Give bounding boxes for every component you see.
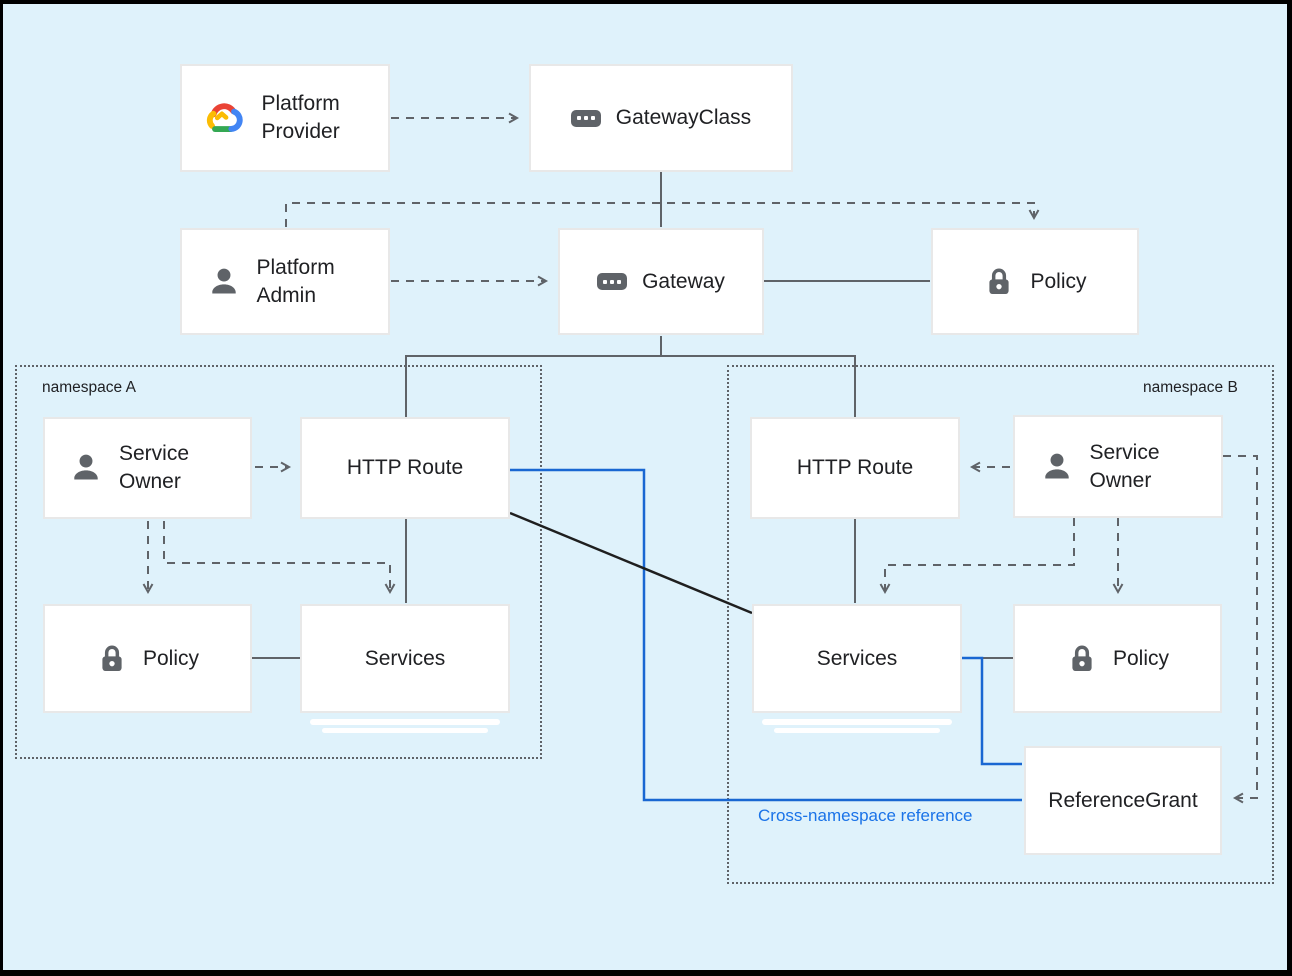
namespace-a-container	[15, 365, 542, 759]
canvas-frame-bottom	[0, 970, 1292, 976]
node-httproute-a: HTTP Route	[300, 417, 510, 519]
namespace-b-label: namespace B	[1143, 379, 1238, 396]
node-label: Platform Provider	[261, 92, 340, 143]
node-label: Policy	[1030, 269, 1087, 293]
resource-chip-icon	[597, 273, 628, 290]
lock-icon	[96, 643, 128, 675]
google-cloud-icon	[201, 100, 247, 136]
canvas-frame-right	[1287, 0, 1292, 976]
canvas-frame-top	[0, 0, 1292, 4]
canvas-frame-left	[0, 0, 3, 976]
node-gatewayclass: GatewayClass	[529, 64, 793, 172]
node-label: GatewayClass	[615, 106, 752, 130]
node-services-a: Services	[300, 604, 510, 713]
resource-chip-icon	[570, 109, 601, 127]
node-platform-provider: Platform Provider	[180, 64, 390, 172]
node-label: Gateway	[642, 269, 725, 293]
node-label: Policy	[1112, 646, 1170, 670]
services-b-stack-layer-1	[762, 719, 952, 725]
services-b-stack-layer-2	[774, 728, 940, 733]
node-label: HTTP Route	[796, 456, 914, 480]
node-label: ReferenceGrant	[1048, 788, 1198, 812]
person-icon	[1039, 449, 1075, 485]
node-httproute-b: HTTP Route	[750, 417, 960, 519]
node-gateway: Gateway	[558, 228, 764, 335]
line-services-b-to-referencegrant-blue	[960, 656, 1022, 766]
arrow-owner-b-to-services-b	[879, 518, 1075, 595]
node-label: Services	[364, 646, 446, 670]
node-policy-top: Policy	[931, 228, 1139, 335]
node-label: Policy	[142, 646, 200, 670]
cross-namespace-reference-label: Cross-namespace reference	[758, 806, 973, 825]
node-label: Service Owner	[1089, 440, 1160, 492]
node-label: Platform Admin	[256, 255, 335, 307]
node-service-owner-a: Service Owner	[43, 417, 252, 519]
line-httproute-a-to-referencegrant-blue	[510, 468, 1022, 802]
node-label: Service Owner	[119, 442, 190, 493]
node-policy-a: Policy	[43, 604, 252, 713]
arrow-owner-b-to-referencegrant	[1223, 455, 1258, 804]
node-service-owner-b: Service Owner	[1013, 415, 1223, 518]
person-icon	[206, 264, 242, 300]
arrow-owner-a-to-services-a	[163, 521, 396, 595]
node-referencegrant: ReferenceGrant	[1024, 746, 1222, 855]
arrow-admin-to-policy	[285, 202, 1040, 227]
line-httproute-a-to-services-b	[509, 511, 753, 615]
line-gateway-branch-to-httproutes	[405, 355, 856, 417]
node-services-b: Services	[752, 604, 962, 713]
lock-icon	[983, 266, 1015, 298]
services-a-stack-layer-2	[322, 728, 488, 733]
node-label: HTTP Route	[346, 456, 464, 480]
node-policy-b: Policy	[1013, 604, 1222, 713]
namespace-a-label: namespace A	[42, 379, 136, 396]
services-a-stack-layer-1	[310, 719, 500, 725]
person-icon	[68, 450, 104, 486]
node-label: Services	[816, 646, 898, 670]
node-platform-admin: Platform Admin	[180, 228, 390, 335]
namespace-b-container	[727, 365, 1274, 884]
lock-icon	[1066, 643, 1098, 675]
